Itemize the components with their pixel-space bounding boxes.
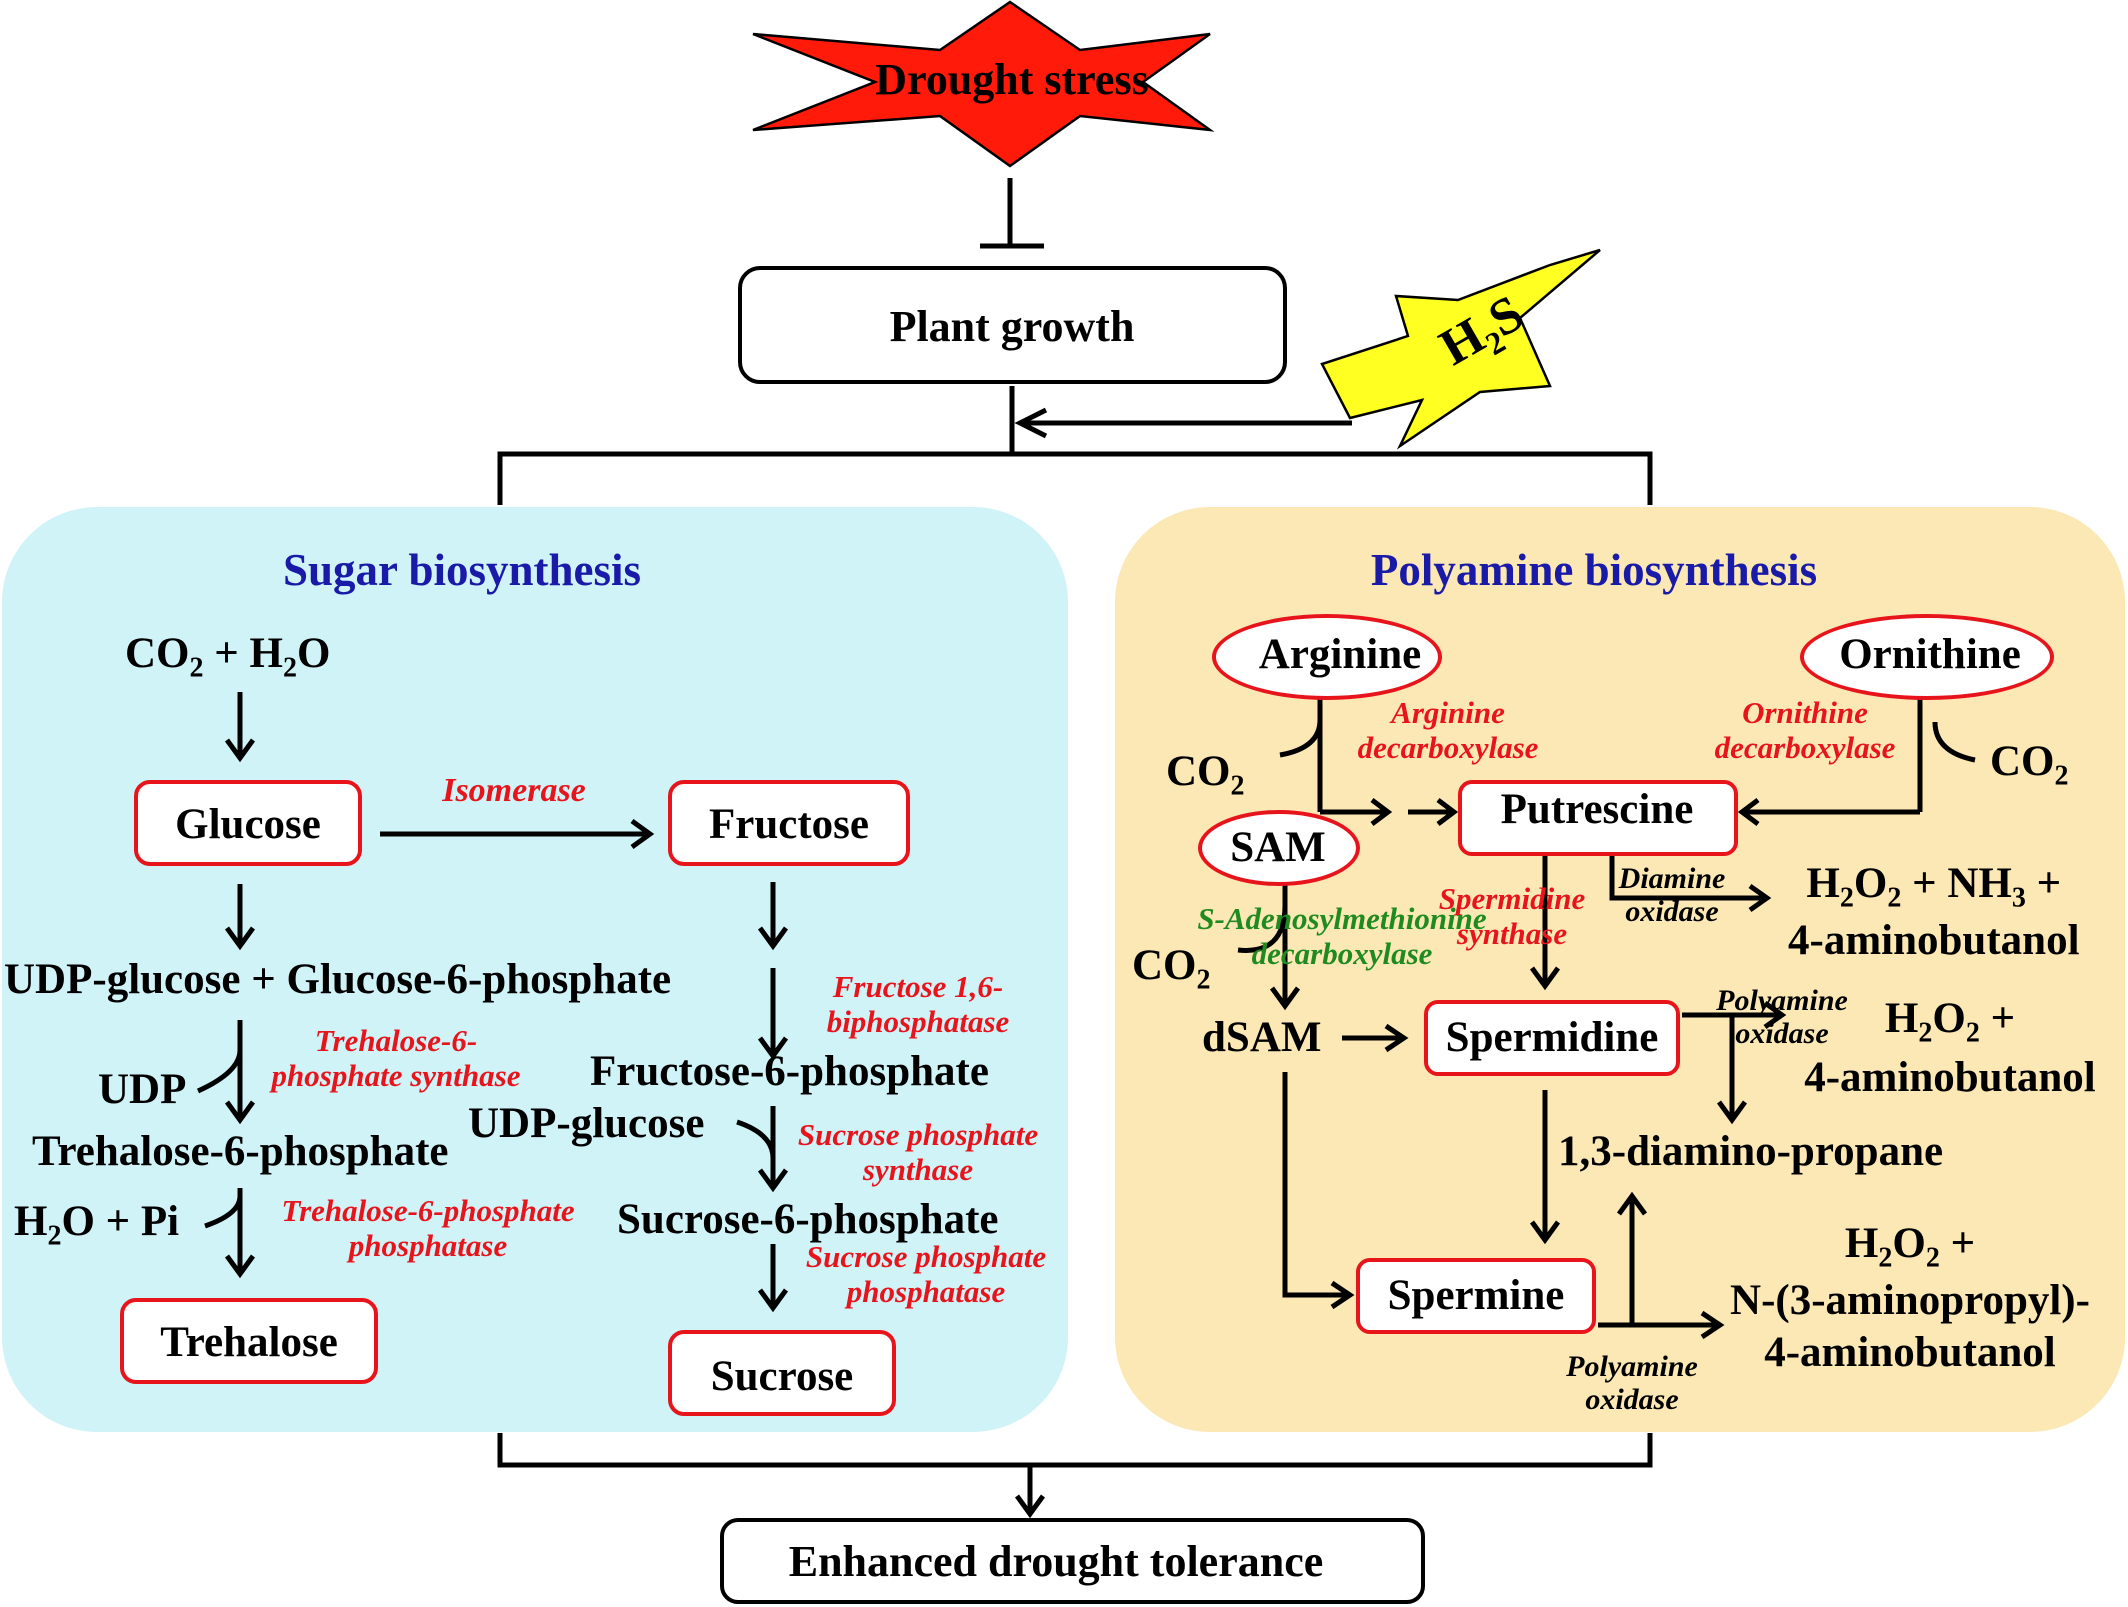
h2o-pi-label: H2O + Pi [14, 1198, 180, 1252]
bottom-merge-bracket [497, 1433, 1653, 1468]
spermine-box [1356, 1258, 1596, 1334]
co2-right-label: CO2 [1990, 738, 2069, 792]
udp-glucose-g6p-label: UDP-glucose + Glucose-6-phosphate [4, 956, 672, 1003]
h2s-arrow-head [1014, 407, 1048, 439]
dsam-label: dSAM [1202, 1014, 1322, 1061]
putrescine-label: Putrescine [1500, 786, 1694, 833]
co2-sam-label: CO2 [1132, 942, 1211, 996]
co2-h2o-label: CO2 + H2O [125, 630, 331, 684]
plant-growth-box [738, 266, 1287, 384]
merge-to-tolerance-head [1014, 1494, 1046, 1519]
fructose-label: Fructose [709, 801, 869, 848]
trehalose-6-phosphate-phosphatase-label: Trehalose-6-phosphate phosphatase [281, 1193, 575, 1263]
glucose-label: Glucose [175, 801, 321, 848]
fructose-box [668, 780, 910, 866]
top-branch-bracket [497, 451, 1653, 505]
trehalose-6-phosphate-label: Trehalose-6-phosphate [32, 1128, 449, 1175]
polyamine-biosynthesis-title: Polyamine biosynthesis [1370, 545, 1818, 595]
drought-stress-star [752, 0, 1215, 168]
sam-label: SAM [1230, 824, 1326, 871]
diaminopropane-label: 1,3-diamino-propane [1558, 1128, 1944, 1175]
spermidine-synthase-label: Spermidine synthase [1438, 881, 1586, 951]
fructose-bisphosphatase-label: Fructose 1,6- biphosphatase [826, 969, 1010, 1039]
udp-side-arrow [196, 1049, 243, 1094]
enhanced-drought-tolerance-box [720, 1518, 1425, 1604]
spermidine-label: Spermidine [1445, 1014, 1659, 1061]
sugar-biosynthesis-title: Sugar biosynthesis [282, 545, 642, 595]
product-1-label: H2O2 + NH3 + 4-aminobutanol [1788, 860, 2080, 965]
sucrose-label: Sucrose [710, 1353, 854, 1400]
sucrose-phosphate-phosphatase-label: Sucrose phosphate phosphatase [805, 1239, 1047, 1309]
sugar-biosynthesis-panel [2, 507, 1068, 1432]
spermine-label: Spermine [1387, 1272, 1565, 1319]
co2-left-label: CO2 [1166, 748, 1245, 802]
sucrose-6-phosphate-label: Sucrose-6-phosphate [617, 1196, 999, 1243]
udp-label: UDP [98, 1066, 187, 1113]
sucrose-box [668, 1330, 896, 1416]
enhanced-drought-tolerance-label: Enhanced drought tolerance [788, 1537, 1324, 1586]
sam-decarboxylase-label: S-Adenosylmethionine decarboxylase [1197, 901, 1487, 971]
drought-stress-label: Drought stress [875, 55, 1149, 104]
trehalose-box [120, 1298, 378, 1384]
h2s-star [1320, 248, 1601, 450]
plant-growth-label: Plant growth [889, 302, 1135, 351]
h2o-pi-side-arrow [204, 1195, 243, 1229]
diamine-oxidase-label: Diamine oxidase [1618, 862, 1726, 928]
trehalose-label: Trehalose [160, 1319, 338, 1366]
product-3-label: H2O2 + N-(3-aminopropyl)- 4-aminobutanol [1730, 1220, 2090, 1376]
sam-ellipse [1198, 810, 1360, 886]
arginine-ellipse [1212, 614, 1442, 700]
glucose-box [134, 780, 362, 866]
udp-glucose-side-arrow [736, 1119, 776, 1159]
isomerase-label: Isomerase [442, 772, 586, 809]
arginine-decarboxylase-label: Arginine decarboxylase [1357, 695, 1539, 765]
putrescine-box [1458, 780, 1738, 856]
ornithine-label: Ornithine [1839, 631, 2021, 678]
sucrose-phosphate-synthase-label: Sucrose phosphate synthase [797, 1117, 1039, 1187]
trehalose-6-phosphate-synthase-label: Trehalose-6- phosphate synthase [271, 1023, 521, 1093]
ornithine-decarboxylase-label: Ornithine decarboxylase [1714, 695, 1896, 765]
arginine-label: Arginine [1258, 631, 1422, 678]
ornithine-ellipse [1800, 614, 2054, 700]
fructose-6-phosphate-label: Fructose-6-phosphate [590, 1048, 989, 1095]
polyamine-oxidase-1-label: Polyamine oxidase [1716, 984, 1848, 1050]
product-2-label: H2O2 + 4-aminobutanol [1804, 995, 2096, 1101]
spermidine-box [1424, 1000, 1680, 1076]
udp-glucose-label: UDP-glucose [468, 1100, 705, 1147]
polyamine-oxidase-2-label: Polyamine oxidase [1566, 1350, 1698, 1416]
